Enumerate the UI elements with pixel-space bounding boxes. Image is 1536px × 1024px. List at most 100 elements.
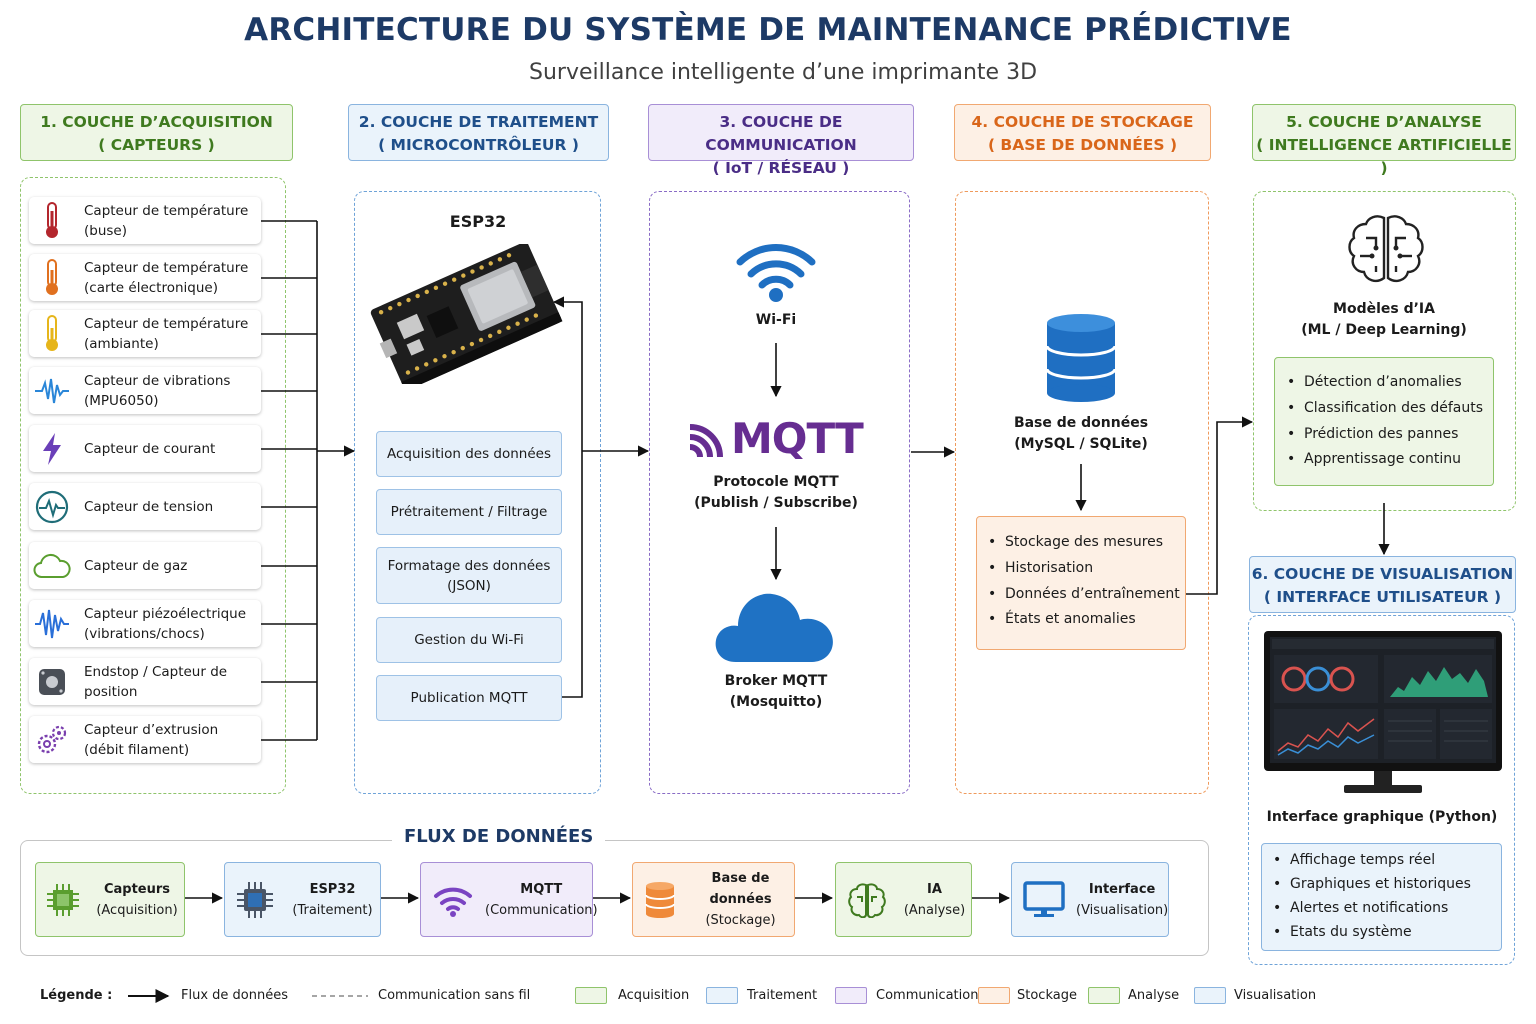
step-acquisition: Acquisition des données bbox=[376, 431, 562, 477]
list-item: Apprentissage continu bbox=[1287, 447, 1491, 473]
flow-step-name: Base de données bbox=[709, 871, 772, 907]
flow-step-ai: IA(Analyse) bbox=[835, 862, 972, 937]
visualization-list: Affichage temps réel Graphiques et histo… bbox=[1273, 848, 1499, 944]
layer-header-subtitle: ( BASE DE DONNÉES ) bbox=[987, 136, 1178, 154]
step-wifi: Gestion du Wi-Fi bbox=[376, 617, 562, 663]
legend-swatch-storage bbox=[978, 987, 1010, 1004]
database-label: Base de données (MySQL / SQLite) bbox=[1013, 415, 1149, 452]
legend-flow-label: Flux de données bbox=[181, 988, 288, 1003]
mqtt-logo: MQTT bbox=[688, 413, 868, 463]
data-flow-box bbox=[20, 840, 1209, 956]
legend-swatch-acquisition bbox=[575, 987, 607, 1004]
sensor-voltage: Capteur de tension bbox=[29, 483, 261, 530]
sensor-vibration: Capteur de vibrations (MPU6050) bbox=[29, 367, 261, 414]
processing-panel bbox=[354, 191, 601, 794]
thermometer-red-icon bbox=[29, 197, 75, 244]
sensor-label: Capteur de vibrations (MPU6050) bbox=[84, 372, 231, 409]
layer-header-title: 5. COUCHE D’ANALYSE bbox=[1286, 113, 1482, 131]
page-title: ARCHITECTURE DU SYSTÈME DE MAINTENANCE P… bbox=[244, 12, 1292, 48]
flow-step-name: Capteurs bbox=[103, 881, 171, 897]
flow-step-sub: (Visualisation) bbox=[1076, 902, 1169, 918]
legend-wireless-label: Communication sans fil bbox=[378, 988, 531, 1003]
list-item: Graphiques et historiques bbox=[1273, 872, 1499, 896]
legend-title: Légende : bbox=[40, 988, 113, 1003]
sensor-temperature-ambient: Capteur de température (ambiante) bbox=[29, 310, 261, 357]
flow-step-sub: (Communication) bbox=[485, 902, 598, 918]
layer-header-subtitle: ( INTERFACE UTILISATEUR ) bbox=[1263, 588, 1502, 606]
legend-label-storage: Stockage bbox=[1017, 988, 1077, 1003]
acquisition-panel bbox=[20, 177, 286, 794]
wifi-icon bbox=[736, 238, 816, 304]
list-item: Données d’entraînement bbox=[988, 582, 1182, 608]
sensor-label: Capteur de température (buse) bbox=[84, 202, 249, 239]
chip-green-icon bbox=[36, 882, 90, 918]
legend-swatch-processing bbox=[706, 987, 738, 1004]
flow-step-mqtt: MQTT (Communication) bbox=[420, 862, 598, 937]
gears-icon bbox=[29, 716, 75, 763]
sensor-current: Capteur de courant bbox=[29, 425, 261, 472]
monitor-image bbox=[1264, 631, 1502, 795]
flow-step-sub: (Analyse) bbox=[903, 902, 966, 918]
layer-header-processing: 2. COUCHE DE TRAITEMENT ( MICROCONTRÔLEU… bbox=[348, 104, 609, 161]
legend-label-visualization: Visualisation bbox=[1234, 988, 1317, 1003]
mqtt-protocol-label: Protocole MQTT (Publish / Subscribe) bbox=[694, 474, 858, 511]
data-flow-title: FLUX DE DONNÉES bbox=[392, 826, 606, 847]
legend-label-communication: Communication bbox=[876, 988, 979, 1003]
gui-label: Interface graphique (Python) bbox=[1266, 809, 1498, 825]
esp32-title: ESP32 bbox=[449, 212, 507, 231]
layer-header-title: 4. COUCHE DE STOCKAGE bbox=[971, 113, 1194, 131]
sensor-label: Capteur d’extrusion (débit filament) bbox=[84, 721, 219, 758]
flow-step-interface: Interface (Visualisation) bbox=[1011, 862, 1169, 937]
list-item: Etats du système bbox=[1273, 920, 1499, 944]
legend-label-acquisition: Acquisition bbox=[618, 988, 690, 1003]
list-item: Prédiction des pannes bbox=[1287, 422, 1491, 448]
brain-green-icon bbox=[836, 882, 898, 918]
flow-step-name: ESP32 bbox=[309, 881, 356, 897]
flow-step-name: Interface bbox=[1088, 881, 1156, 897]
mqtt-broker-label: Broker MQTT (Mosquitto) bbox=[724, 673, 828, 710]
voltage-pulse-icon bbox=[29, 483, 75, 530]
legend-label-processing: Traitement bbox=[747, 988, 818, 1003]
layer-header-title: 2. COUCHE DE TRAITEMENT bbox=[358, 113, 599, 131]
ai-models-label: Modèles d’IA (ML / Deep Learning) bbox=[1301, 301, 1467, 338]
step-formatting: Formatage des données (JSON) bbox=[376, 547, 562, 604]
esp32-board-image bbox=[366, 242, 566, 392]
sensor-gas: Capteur de gaz bbox=[29, 542, 261, 589]
list-item: États et anomalies bbox=[988, 607, 1182, 633]
flow-step-sub: (Acquisition) bbox=[96, 902, 178, 918]
legend-swatch-communication bbox=[835, 987, 867, 1004]
brain-icon bbox=[1346, 212, 1426, 288]
step-preprocessing: Prétraitement / Filtrage bbox=[376, 489, 562, 535]
mqtt-logo-text: MQTT bbox=[731, 413, 864, 463]
layer-header-subtitle: ( MICROCONTRÔLEUR ) bbox=[378, 136, 579, 154]
flow-step-sensors: Capteurs (Acquisition) bbox=[35, 862, 185, 937]
lightning-icon bbox=[29, 425, 75, 472]
endstop-switch-icon bbox=[29, 658, 75, 705]
layer-header-title: 1. COUCHE D’ACQUISITION bbox=[40, 113, 273, 131]
list-item: Alertes et notifications bbox=[1273, 896, 1499, 920]
layer-header-visualization: 6. COUCHE DE VISUALISATION ( INTERFACE U… bbox=[1249, 556, 1516, 613]
layer-header-title: 3. COUCHE DE COMMUNICATION bbox=[705, 113, 857, 154]
sensor-endstop: Endstop / Capteur de position bbox=[29, 658, 261, 705]
wifi-purple-icon bbox=[421, 883, 485, 917]
layer-header-analysis: 5. COUCHE D’ANALYSE ( INTELLIGENCE ARTIF… bbox=[1252, 104, 1516, 177]
vibration-wave-icon bbox=[29, 367, 75, 414]
step-mqtt-publish: Publication MQTT bbox=[376, 675, 562, 721]
legend-swatch-visualization bbox=[1194, 987, 1226, 1004]
flow-step-name: MQTT bbox=[520, 881, 563, 897]
layer-header-acquisition: 1. COUCHE D’ACQUISITION ( CAPTEURS ) bbox=[20, 104, 293, 161]
sensor-piezo: Capteur piézoélectrique (vibrations/choc… bbox=[29, 600, 261, 647]
legend-label-analysis: Analyse bbox=[1128, 988, 1180, 1003]
sensor-label: Capteur de température (carte électroniq… bbox=[84, 259, 249, 296]
storage-panel bbox=[955, 191, 1209, 794]
layer-header-storage: 4. COUCHE DE STOCKAGE ( BASE DE DONNÉES … bbox=[954, 104, 1211, 161]
list-item: Classification des défauts bbox=[1287, 396, 1491, 422]
sensor-extrusion: Capteur d’extrusion (débit filament) bbox=[29, 716, 261, 763]
cloud-icon bbox=[714, 588, 838, 664]
list-item: Affichage temps réel bbox=[1273, 848, 1499, 872]
layer-header-title: 6. COUCHE DE VISUALISATION bbox=[1251, 565, 1514, 583]
communication-panel bbox=[649, 191, 910, 794]
thermometer-yellow-icon bbox=[29, 310, 75, 357]
layer-header-subtitle: ( IoT / RÉSEAU ) bbox=[712, 159, 850, 177]
piezo-wave-icon bbox=[29, 600, 75, 647]
